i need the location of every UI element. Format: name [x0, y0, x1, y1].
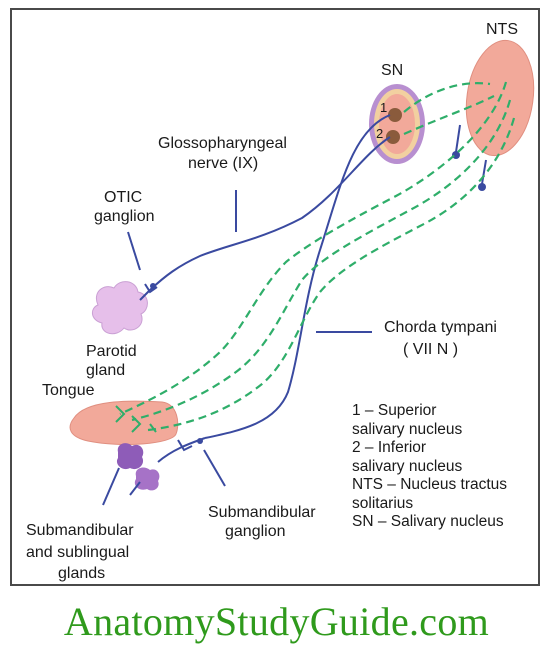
submandibular-ganglion-synapse	[177, 439, 193, 452]
sublingual-gland	[134, 467, 160, 491]
legend-line-5: NTS – Nucleus tractus	[352, 476, 508, 493]
otic-pointer	[127, 231, 141, 271]
glands-pointer-2	[129, 481, 141, 496]
legend-line-3: 2 – Inferior	[352, 439, 427, 456]
superior-salivary-nucleus-dot	[388, 108, 402, 122]
legend: 1 – Superior salivary nucleus 2 – Inferi…	[352, 402, 507, 532]
efferent-nerves	[102, 114, 487, 506]
chorda-tympani-label-line1: Chorda tympani	[384, 319, 497, 336]
submandibular-ganglion-label-line1: Submandibular	[208, 504, 316, 521]
legend-line-1: 1 – Superior	[352, 402, 437, 419]
glossopharyngeal-label-line1: Glossopharyngeal	[158, 135, 287, 152]
nts-efferent-knob-2	[478, 183, 486, 191]
glossopharyngeal-nerve	[149, 136, 391, 291]
tongue-terminal-3	[149, 423, 157, 433]
tongue-terminal-1	[115, 405, 126, 423]
sn-marker-2: 2	[376, 126, 384, 141]
glands-pointer-1	[102, 467, 120, 506]
tongue-shape	[69, 400, 179, 445]
nts-efferent-stub-1	[455, 124, 461, 153]
nts-label: NTS	[486, 21, 518, 38]
afferent-terminals	[115, 405, 157, 433]
nts-efferent-stub-2	[481, 159, 487, 185]
parotid-label-line1: Parotid	[86, 343, 137, 360]
glossopharyngeal-label-line2: nerve (IX)	[188, 155, 259, 172]
afferent-path-2	[131, 99, 512, 422]
sn-marker-1: 1	[380, 100, 388, 115]
tongue-terminal-2	[131, 415, 142, 433]
afferent-sn-to-nts-2	[403, 95, 495, 136]
submandibular-gland	[116, 443, 144, 470]
submandibular-ganglion-label-line2: ganglion	[225, 523, 286, 540]
tongue-label: Tongue	[42, 382, 95, 399]
otic-ganglion-synapse	[144, 283, 158, 294]
watermark: AnatomyStudyGuide.com	[63, 599, 490, 644]
submandibular-ganglion-knob	[197, 438, 203, 444]
legend-line-6: solitarius	[352, 494, 414, 512]
legend-line-4: salivary nucleus	[352, 457, 463, 475]
glands-label-line3: glands	[58, 565, 106, 582]
submandibular-ganglion-pointer	[203, 449, 226, 487]
afferent-nerves	[119, 81, 516, 432]
legend-line-2: salivary nucleus	[352, 420, 463, 438]
afferent-path-1	[119, 81, 508, 416]
otic-label-line2: ganglion	[94, 208, 155, 225]
otic-label-line1: OTIC	[104, 189, 143, 206]
sn-label: SN	[381, 62, 404, 79]
otic-ganglion-knob	[150, 283, 156, 289]
chorda-tympani-label-line2: ( VII N )	[403, 341, 459, 358]
afferent-sn-to-nts-1	[403, 82, 491, 113]
parotid-label-line2: gland	[86, 362, 126, 379]
glands-label-line2: and sublingual	[26, 544, 130, 561]
afferent-path-3	[147, 117, 516, 432]
otic-ganglion-branch	[139, 289, 151, 301]
parotid-gland	[92, 281, 148, 335]
inferior-salivary-nucleus-dot	[386, 130, 400, 144]
glands-label-line1: Submandibular	[26, 522, 134, 539]
legend-line-7: SN – Salivary nucleus	[352, 513, 504, 530]
chorda-tympani-nerve	[204, 114, 391, 439]
